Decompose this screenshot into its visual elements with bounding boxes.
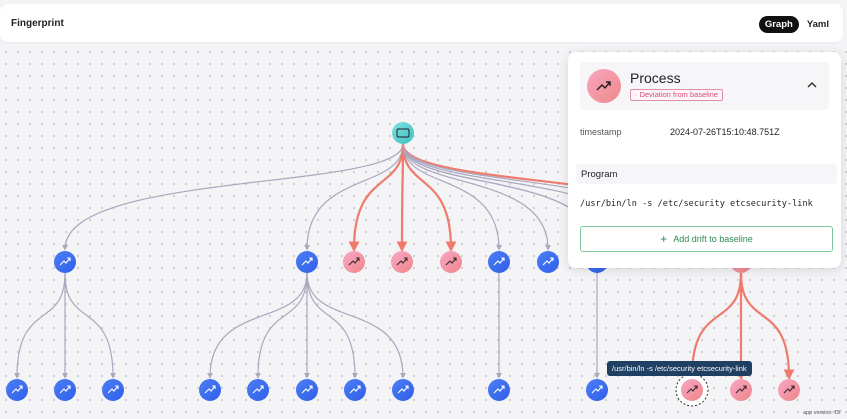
edge-root-to-node [401, 143, 457, 253]
process-node[interactable] [730, 379, 752, 401]
root-node[interactable] [392, 122, 414, 144]
process-icon [445, 257, 457, 266]
process-node[interactable] [54, 379, 76, 401]
edge-node-to-child [255, 272, 308, 379]
process-icon [735, 385, 747, 394]
edge-node-to-child [207, 272, 308, 379]
process-icon [591, 385, 603, 394]
view-toggle: Graph Yaml [758, 16, 835, 33]
process-node[interactable] [778, 379, 800, 401]
edge-root-to-node [62, 143, 404, 251]
process-icon [252, 385, 264, 394]
selected-process-node[interactable] [675, 373, 709, 407]
process-icon [301, 385, 313, 394]
timestamp-label: timestamp [580, 127, 622, 137]
edge-node-to-child [686, 272, 743, 381]
process-node[interactable] [392, 379, 414, 401]
edge-root-to-node [348, 143, 405, 253]
process-node[interactable] [296, 251, 318, 273]
process-node[interactable] [488, 379, 510, 401]
page-title: Fingerprint [11, 18, 64, 29]
process-node[interactable] [488, 251, 510, 273]
process-node[interactable] [440, 251, 462, 273]
program-command: /usr/bin/ln -s /etc/security etcsecurity… [580, 199, 813, 209]
process-node[interactable] [296, 379, 318, 401]
process-node[interactable] [102, 379, 124, 401]
process-icon [542, 257, 554, 266]
edge-node-to-child [306, 272, 358, 379]
header-bar: Fingerprint Graph Yaml [0, 4, 843, 42]
process-icon [493, 385, 505, 394]
program-section-title: Program [581, 169, 618, 180]
deviation-badge: · Deviation from baseline [630, 89, 723, 101]
edge-root-to-node [402, 143, 551, 251]
process-icon [107, 385, 119, 394]
node-tooltip: /usr/bin/ln -s /etc/security etcsecurity… [607, 361, 752, 376]
chevron-up-icon[interactable] [805, 78, 819, 92]
process-node[interactable] [343, 251, 365, 273]
process-node[interactable] [199, 379, 221, 401]
add-drift-button[interactable]: + Add drift to baseline [580, 226, 833, 252]
edge-root-to-node [396, 143, 408, 253]
panel-header: Process · Deviation from baseline [580, 62, 829, 110]
add-drift-label: Add drift to baseline [673, 234, 753, 244]
app-version: app version: f3f [803, 410, 841, 416]
process-detail-panel: Process · Deviation from baseline timest… [568, 52, 841, 268]
edge-root-to-node [304, 143, 404, 251]
yaml-view-button[interactable]: Yaml [806, 19, 829, 30]
process-node[interactable] [54, 251, 76, 273]
process-node[interactable] [247, 379, 269, 401]
process-icon [204, 385, 216, 394]
process-icon [493, 257, 505, 266]
process-node[interactable] [391, 251, 413, 273]
process-icon [11, 385, 23, 394]
keyboard-icon [396, 128, 410, 138]
process-icon [396, 257, 408, 266]
process-node[interactable] [344, 379, 366, 401]
process-node[interactable] [6, 379, 28, 401]
process-icon [397, 385, 409, 394]
process-icon [349, 385, 361, 394]
process-node[interactable] [586, 379, 608, 401]
process-node[interactable] [537, 251, 559, 273]
process-icon [348, 257, 360, 266]
process-icon [59, 257, 71, 266]
program-section-header: Program [576, 164, 837, 184]
process-icon [59, 385, 71, 394]
edge-node-to-child [306, 272, 406, 379]
process-icon [587, 69, 621, 103]
plus-icon: + [660, 232, 668, 246]
timestamp-value: 2024-07-26T15:10:48.751Z [670, 127, 780, 137]
edge-root-to-node [402, 143, 502, 251]
edge-node-to-child [64, 272, 116, 379]
panel-title: Process [630, 70, 681, 86]
graph-view-button[interactable]: Graph [758, 16, 799, 33]
edge-node-to-child [14, 272, 66, 379]
process-icon [301, 257, 313, 266]
process-icon [783, 385, 795, 394]
edge-node-to-child [739, 272, 795, 381]
process-icon [686, 385, 698, 394]
